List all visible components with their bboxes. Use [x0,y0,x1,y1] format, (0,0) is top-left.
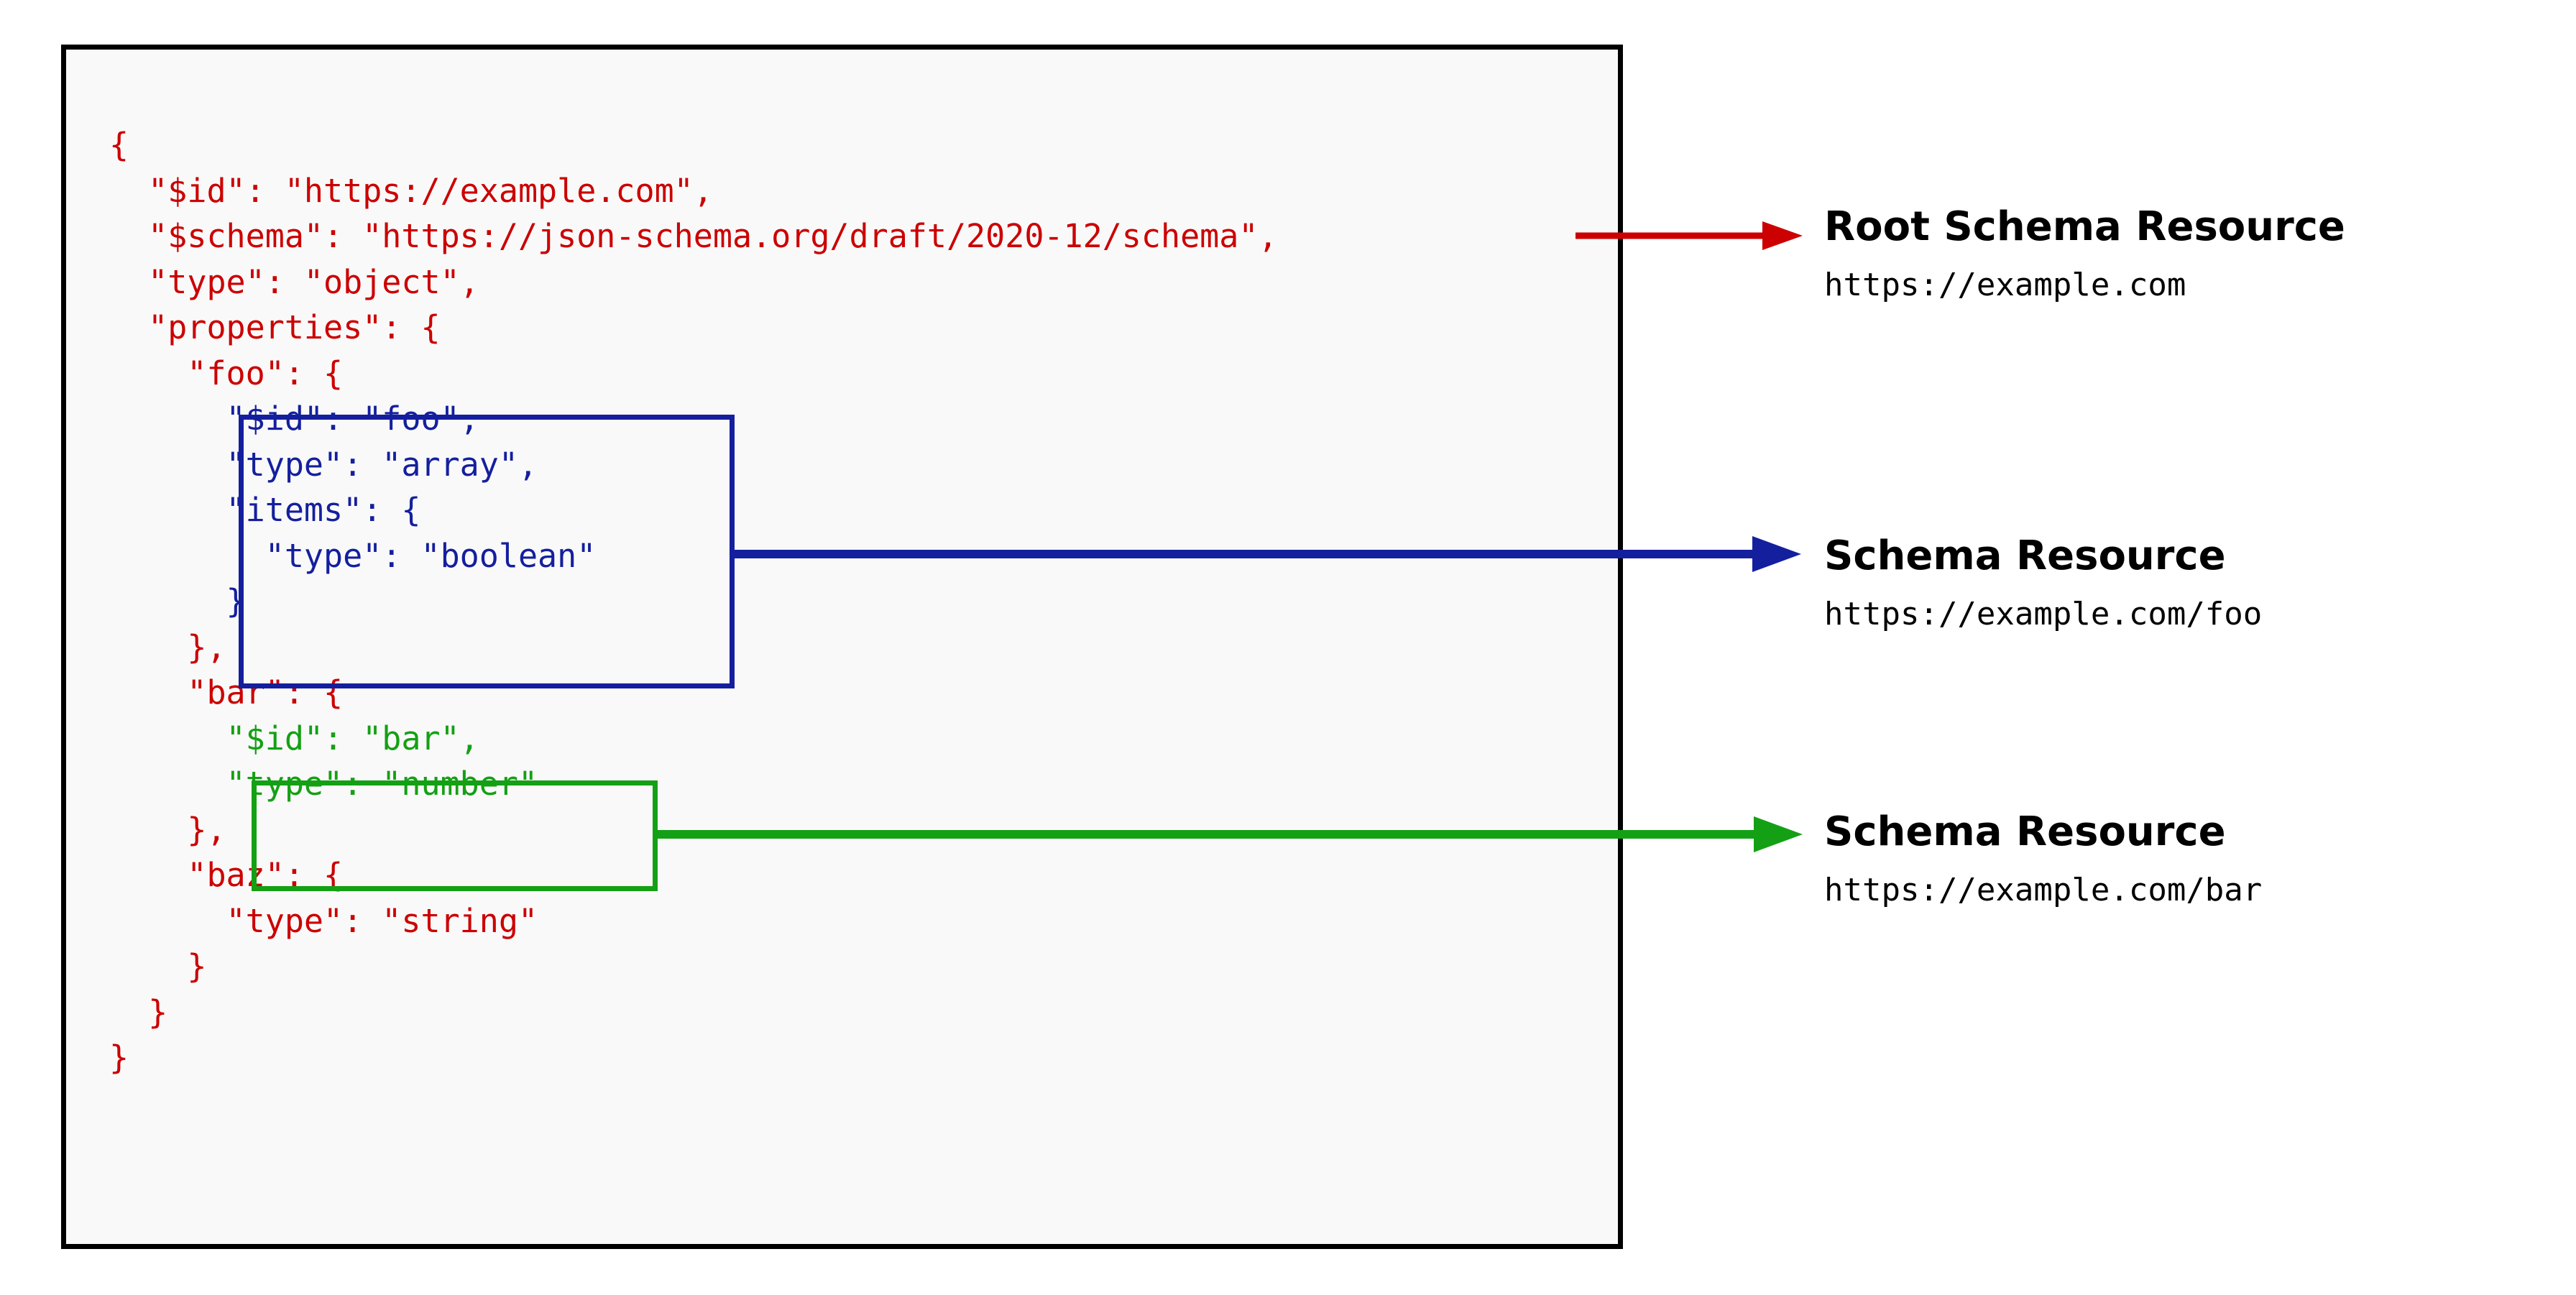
code-line: } [109,1038,129,1077]
code-line: "properties": { [109,308,441,346]
code-line: "type": "boolean" [109,536,597,575]
code-line: } [109,947,207,985]
annotation-title: Root Schema Resource [1824,203,2345,250]
code-line: }, [109,810,226,849]
code-line: "type": "number" [109,765,538,803]
root-schema-arrow [1576,221,1803,250]
annotation-uri: https://example.com [1824,267,2186,303]
code-line: "items": { [109,491,421,529]
code-line: "$schema": "https://json-schema.org/draf… [109,217,1278,255]
code-line: } [109,582,246,620]
code-line: { [109,126,129,164]
bar-schema-arrow [654,816,1803,852]
code-line: } [109,992,168,1031]
json-schema-code: { "$id": "https://example.com", "$schema… [109,122,1278,1081]
code-line: }, [109,627,226,666]
code-line: "$id": "bar", [109,719,479,757]
code-line: "$id": "https://example.com", [109,171,713,210]
code-line: "baz": { [109,856,344,894]
code-line: "foo": { [109,354,344,392]
annotation-uri: https://example.com/bar [1824,872,2263,908]
code-line: "bar": { [109,673,344,711]
foo-schema-arrow [730,536,1801,572]
code-line: "type": "array", [109,445,538,484]
json-schema-code-panel: { "$id": "https://example.com", "$schema… [61,45,1623,1249]
annotation-bar-schema-resource: Schema Resource https://example.com/bar [1824,809,2262,910]
code-line: "$id": "foo", [109,400,479,438]
code-line: "type": "string" [109,901,538,940]
annotation-foo-schema-resource: Schema Resource https://example.com/foo [1824,533,2262,634]
annotation-root-schema-resource: Root Schema Resource https://example.com [1824,204,2345,305]
annotation-uri: https://example.com/foo [1824,596,2263,632]
annotation-title: Schema Resource [1824,808,2226,855]
annotation-title: Schema Resource [1824,533,2226,579]
code-line: "type": "object", [109,262,479,301]
